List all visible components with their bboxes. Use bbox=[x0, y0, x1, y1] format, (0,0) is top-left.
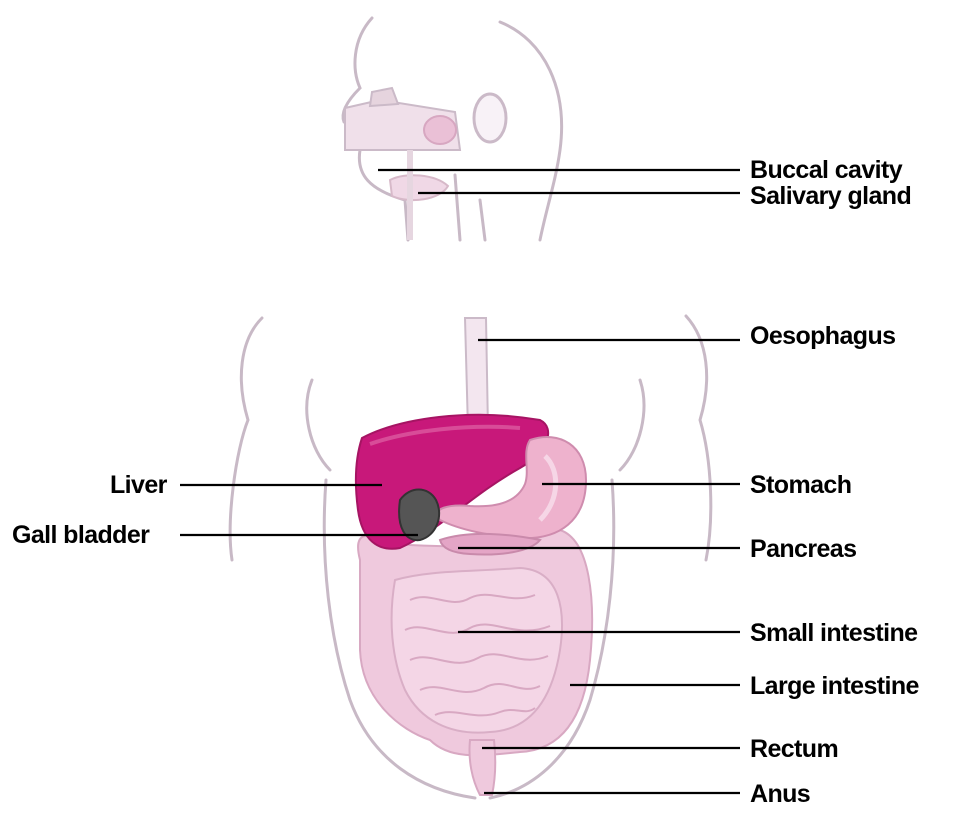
upper-teeth-shape bbox=[370, 88, 398, 106]
label-stomach: Stomach bbox=[750, 471, 851, 499]
tongue-shape bbox=[424, 116, 456, 144]
label-small-intestine: Small intestine bbox=[750, 619, 918, 647]
torso-illustration bbox=[230, 316, 711, 798]
label-rectum: Rectum bbox=[750, 735, 838, 763]
label-gall-bladder: Gall bladder bbox=[12, 521, 150, 549]
label-salivary-gland: Salivary gland bbox=[750, 182, 911, 210]
salivary-gland-shape bbox=[390, 175, 448, 200]
ear-shape bbox=[474, 94, 506, 142]
head-illustration bbox=[343, 18, 562, 240]
label-liver: Liver bbox=[110, 471, 168, 499]
oesophagus-shape bbox=[465, 318, 488, 430]
gall-bladder-shape bbox=[399, 490, 439, 541]
label-oesophagus: Oesophagus bbox=[750, 322, 895, 350]
label-anus: Anus bbox=[750, 780, 810, 808]
label-buccal-cavity: Buccal cavity bbox=[750, 156, 903, 184]
small-intestine-shape bbox=[392, 568, 562, 733]
label-pancreas: Pancreas bbox=[750, 535, 856, 563]
label-large-intestine: Large intestine bbox=[750, 672, 920, 700]
